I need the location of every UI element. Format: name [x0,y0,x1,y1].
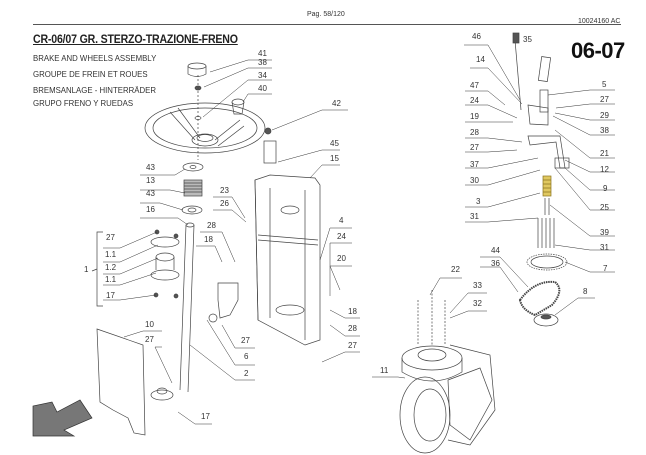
callout-10: 10 [145,320,154,329]
callout-32: 32 [473,299,482,308]
callout-24: 24 [337,232,346,241]
callout-1-1-bottom: 1.1 [105,275,117,284]
knob-cap [187,62,207,77]
callout-3: 3 [476,197,481,206]
subtitle-english: BRAKE AND WHEELS ASSEMBLY [33,53,157,63]
callout-46: 46 [472,32,481,41]
drive-wheel-11 [399,344,496,454]
leader-lines [103,44,615,425]
callout-40: 40 [258,84,267,93]
callout-16: 16 [146,205,155,214]
chain-44 [518,280,561,317]
hub-8 [533,313,559,327]
page-number: Pag. 58/120 [307,11,345,18]
callout-8: 8 [583,287,588,296]
washer-43-bottom [181,205,203,215]
page-title: CR-06/07 GR. STERZO-TRAZIONE-FRENO [33,34,238,46]
callout-21: 21 [600,149,609,158]
callout-38: 38 [258,58,267,67]
callout-1-2: 1.2 [105,263,117,272]
washer-43-top [182,162,204,172]
callout-25: 25 [600,203,609,212]
callout-27-frame: 27 [348,341,357,350]
callout-11: 11 [380,366,389,375]
callout-38-pedal: 38 [600,126,609,135]
direction-arrow [32,399,93,437]
callout-20: 20 [337,254,346,263]
section-number: 06-07 [571,38,625,63]
callout-6: 6 [244,352,249,361]
callout-37: 37 [470,160,479,169]
callout-2: 2 [244,369,249,378]
callout-43-bottom: 43 [146,189,155,198]
callout-18: 18 [204,235,213,244]
callout-27-group1: 27 [106,233,115,242]
subtitle-german: BREMSANLAGE - HINTERRÄDER [33,85,156,95]
callout-34: 34 [258,71,267,80]
frame-4 [254,174,321,346]
spring-13 [183,179,203,197]
callout-43-top: 43 [146,163,155,172]
callout-15: 15 [330,154,339,163]
pedal-arm-5 [539,89,549,113]
callout-35: 35 [523,35,532,44]
plate-10 [96,328,146,436]
callout-4: 4 [339,216,344,225]
spring-3 [542,175,552,197]
callout-26: 26 [220,199,229,208]
spinner-knob [231,98,245,115]
callout-31-upper: 31 [470,212,479,221]
header-divider [33,24,621,25]
plate-45 [263,140,277,164]
callout-13: 13 [146,176,155,185]
callout-39: 39 [600,228,609,237]
callout-23: 23 [220,186,229,195]
callout-19: 19 [470,112,479,121]
subtitle-french: GROUPE DE FREIN ET ROUES [33,69,148,79]
callout-27-flange: 27 [145,335,154,344]
sprocket-7 [526,253,568,271]
callout-30: 30 [470,176,479,185]
callout-33: 33 [473,281,482,290]
callout-18-frame: 18 [348,307,357,316]
steering-column [179,222,195,393]
group-1-bracket [91,231,103,307]
callout-24-pedal: 24 [470,96,479,105]
callout-31-lower: 31 [600,243,609,252]
callout-29: 29 [600,111,609,120]
callout-27-bracket: 27 [241,336,250,345]
subtitle-spanish: GRUPO FRENO Y RUEDAS [33,98,134,108]
callout-44: 44 [491,246,500,255]
callout-36: 36 [491,259,500,268]
callout-27-pedal: 27 [470,143,479,152]
callout-14: 14 [476,55,485,64]
callout-28: 28 [207,221,216,230]
callout-17-flange: 17 [201,412,210,421]
callout-41: 41 [258,49,267,58]
callout-42: 42 [332,99,341,108]
document-code: 10024160 AC [578,18,621,25]
callout-5: 5 [602,80,607,89]
callout-22: 22 [451,265,460,274]
callout-group-1: 1 [84,265,89,274]
callout-12: 12 [600,165,609,174]
callout-27-right: 27 [600,95,609,104]
callout-1-1-top: 1.1 [105,250,117,259]
callout-28-pedal: 28 [470,128,479,137]
pedal-pad-35 [537,56,552,82]
callout-47: 47 [470,81,479,90]
callout-9: 9 [603,184,608,193]
steering-wheel [144,102,266,154]
callout-17-group1: 17 [106,291,115,300]
callout-28-frame: 28 [348,324,357,333]
callout-7: 7 [603,264,608,273]
callout-45: 45 [330,139,339,148]
